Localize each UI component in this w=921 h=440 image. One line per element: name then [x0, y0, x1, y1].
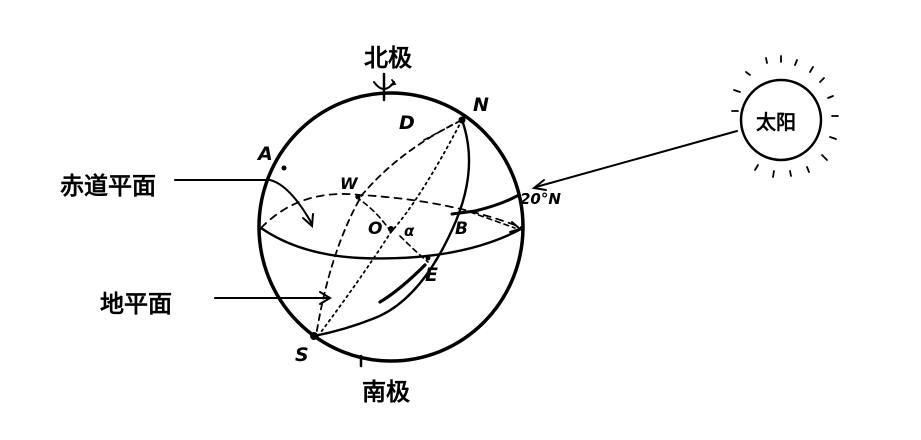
sun-rays [731, 55, 839, 178]
north-pole-label: 北极 [364, 44, 412, 72]
point-n-dot [458, 116, 466, 124]
sun-label: 太阳 [756, 110, 796, 134]
sun-circle [739, 78, 823, 162]
south-pole-label: 南极 [362, 378, 410, 406]
equator-back [260, 193, 524, 229]
angle-alpha-label: α [404, 222, 415, 240]
horizon-circle-back [315, 119, 463, 337]
equator-front [259, 226, 525, 260]
equatorial-plane-label: 赤道平面 [60, 172, 156, 200]
point-d-label: D [399, 112, 415, 134]
horizon-plane-label: 地平面 [100, 290, 172, 318]
point-e-dot [425, 255, 431, 261]
point-w-dot [355, 194, 361, 200]
equatorial-plane-pointer [174, 179, 313, 225]
point-b-label: B [455, 219, 468, 239]
point-o-dot [388, 226, 394, 232]
point-a-dot [281, 165, 287, 171]
point-n-label: N [473, 94, 489, 116]
point-o-label: O [368, 219, 383, 239]
point-s-dot [310, 332, 318, 340]
point-s-label: S [295, 344, 309, 366]
latitude-label: 20°N [520, 190, 561, 208]
point-a-label: A [258, 143, 273, 165]
point-w-label: W [340, 174, 358, 193]
sunlight-arrow [535, 130, 738, 188]
horizon-circle-front [312, 118, 471, 338]
point-e-label: E [425, 264, 438, 286]
